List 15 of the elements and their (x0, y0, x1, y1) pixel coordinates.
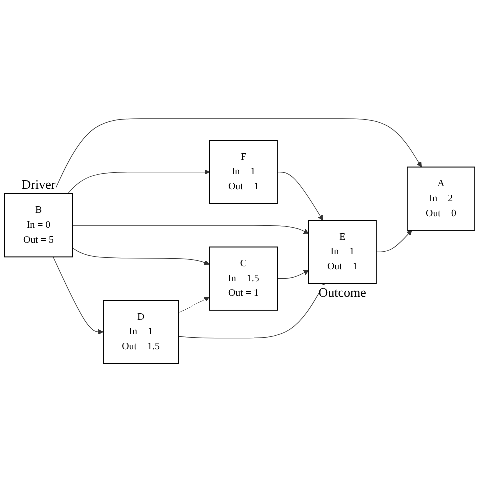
node-box: A In = 2 Out = 0 (407, 166, 476, 232)
arrow (277, 172, 324, 221)
node-box: B In = 0 Out = 5 (4, 194, 73, 258)
node-box: F In = 1 Out = 1 (209, 140, 278, 204)
arrow (72, 225, 310, 234)
arrow (278, 270, 310, 280)
node-box: C In = 1.5 Out = 1 (209, 246, 278, 312)
arrow (178, 297, 210, 314)
node-caption: Driver (22, 177, 56, 194)
node-box: D In = 1 Out = 1.5 (103, 300, 179, 364)
node-box: E In = 1 Out = 1 (308, 220, 377, 284)
arrow (53, 257, 104, 336)
arrow (68, 170, 210, 194)
arrow (72, 248, 210, 266)
arrow (376, 230, 412, 253)
